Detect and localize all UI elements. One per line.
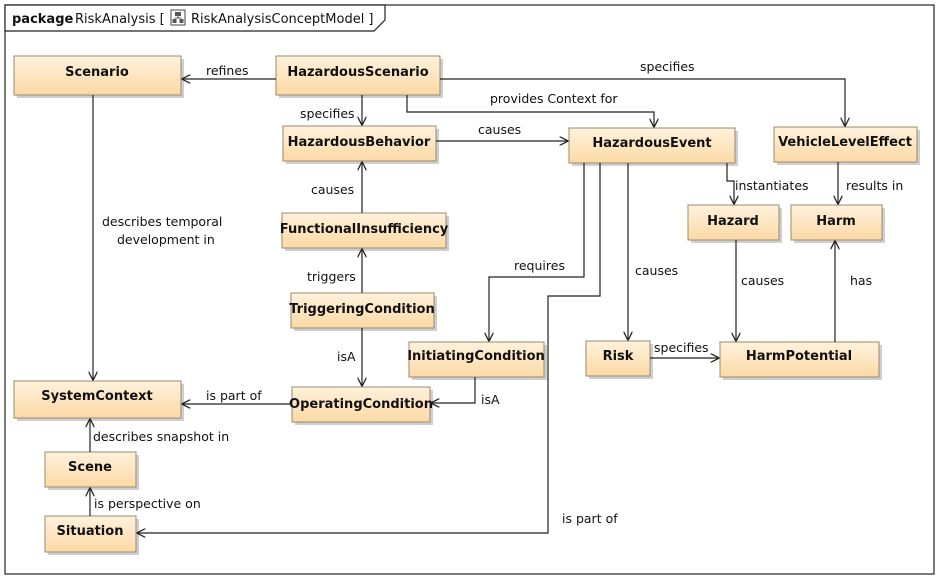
edge-triggers: triggers xyxy=(307,249,362,293)
edge-provides-context: provides Context for xyxy=(406,91,654,127)
label-specifies-hs-hb: specifies xyxy=(300,106,355,121)
class-system-context-label: SystemContext xyxy=(41,389,153,404)
label-describes-snapshot: describes snapshot in xyxy=(93,429,229,444)
edge-has: has xyxy=(835,241,872,342)
class-operating-condition-label: OperatingCondition xyxy=(289,397,433,412)
edge-specifies-vle: specifies xyxy=(440,59,845,126)
label-describes-temporal-2: development in xyxy=(117,232,215,247)
edge-describes-temporal: describes temporal development in xyxy=(93,95,222,380)
edge-is-perspective-on: is perspective on xyxy=(90,488,201,516)
class-situation[interactable]: Situation xyxy=(44,515,139,555)
edge-is-part-of-oc-sc: is part of xyxy=(182,388,292,404)
class-hazardous-behavior[interactable]: HazardousBehavior xyxy=(282,125,439,164)
edge-describes-snapshot: describes snapshot in xyxy=(90,419,229,452)
label-requires: requires xyxy=(514,258,565,273)
edge-isa-tc-oc: isA xyxy=(337,328,362,386)
edge-refines: refines xyxy=(182,63,276,79)
label-causes-fi-hb: causes xyxy=(311,182,354,197)
label-refines: refines xyxy=(206,63,249,78)
model-diagram-icon xyxy=(170,9,186,26)
class-triggering-condition[interactable]: TriggeringCondition xyxy=(289,292,437,331)
edge-results-in: results in xyxy=(838,162,903,204)
class-scene[interactable]: Scene xyxy=(44,451,139,490)
edge-isa-ic-oc: isA xyxy=(431,377,500,407)
class-functional-insufficiency[interactable]: FunctionalInsufficiency xyxy=(280,212,449,251)
class-vehicle-level-effect-label: VehicleLevelEffect xyxy=(778,135,912,150)
class-functional-insufficiency-label: FunctionalInsufficiency xyxy=(280,222,449,237)
class-harm-label: Harm xyxy=(816,214,856,229)
label-causes-hb-he: causes xyxy=(478,122,521,137)
class-scenario[interactable]: Scenario xyxy=(13,55,184,98)
class-hazardous-event-label: HazardousEvent xyxy=(592,136,711,151)
label-provides-context: provides Context for xyxy=(490,91,618,106)
class-hazardous-scenario-label: HazardousScenario xyxy=(287,65,428,80)
label-describes-temporal-1: describes temporal xyxy=(102,214,222,229)
label-specifies-risk-hp: specifies xyxy=(654,340,709,355)
label-isa-ic-oc: isA xyxy=(481,392,500,407)
edge-specifies-risk-hp: specifies xyxy=(650,340,719,358)
class-system-context[interactable]: SystemContext xyxy=(13,380,184,421)
edge-requires: requires xyxy=(489,163,585,341)
label-is-perspective-on: is perspective on xyxy=(94,496,201,511)
label-causes-hazard-hp: causes xyxy=(741,273,784,288)
label-is-part-of-oc-sc: is part of xyxy=(206,388,262,403)
class-harm-potential-label: HarmPotential xyxy=(746,349,852,364)
class-harm[interactable]: Harm xyxy=(790,204,885,243)
package-frame: package RiskAnalysis [ RiskAnalysisConce… xyxy=(4,4,935,575)
label-causes-he-risk: causes xyxy=(635,263,678,278)
class-scene-label: Scene xyxy=(68,460,112,475)
class-risk-label: Risk xyxy=(603,349,634,364)
class-operating-condition[interactable]: OperatingCondition xyxy=(289,386,433,425)
edge-specifies-hb: specifies xyxy=(300,95,362,125)
edge-causes-he-risk: causes xyxy=(628,163,678,340)
label-results-in: results in xyxy=(846,178,903,193)
edge-is-part-of-he-situation: is part of xyxy=(137,163,618,533)
label-isa-tc-oc: isA xyxy=(337,349,356,364)
class-initiating-condition[interactable]: InitiatingCondition xyxy=(407,341,547,380)
edge-instantiates: instantiates xyxy=(726,163,809,204)
package-model: RiskAnalysisConceptModel ] xyxy=(191,12,374,27)
class-situation-label: Situation xyxy=(57,524,124,539)
label-is-part-of-he-situation: is part of xyxy=(562,511,618,526)
class-initiating-condition-label: InitiatingCondition xyxy=(407,349,545,364)
label-triggers: triggers xyxy=(307,269,356,284)
class-hazardous-scenario[interactable]: HazardousScenario xyxy=(275,55,443,98)
class-scenario-label: Scenario xyxy=(65,65,129,80)
package-name: RiskAnalysis [ xyxy=(75,12,165,27)
class-hazardous-behavior-label: HazardousBehavior xyxy=(288,135,431,150)
label-instantiates: instantiates xyxy=(735,178,809,193)
label-has: has xyxy=(850,273,872,288)
edge-causes-hazard-hp: causes xyxy=(736,240,784,341)
class-risk[interactable]: Risk xyxy=(585,340,653,379)
class-hazard-label: Hazard xyxy=(707,214,759,229)
class-hazardous-event[interactable]: HazardousEvent xyxy=(568,127,738,166)
class-triggering-condition-label: TriggeringCondition xyxy=(289,302,435,317)
package-keyword: package xyxy=(12,12,74,27)
class-hazard[interactable]: Hazard xyxy=(687,204,782,243)
label-specifies-top: specifies xyxy=(640,59,695,74)
class-vehicle-level-effect[interactable]: VehicleLevelEffect xyxy=(773,126,920,165)
edge-causes-hb-he: causes xyxy=(436,122,568,141)
edge-causes-fi-hb: causes xyxy=(311,162,362,213)
class-harm-potential[interactable]: HarmPotential xyxy=(719,341,882,380)
